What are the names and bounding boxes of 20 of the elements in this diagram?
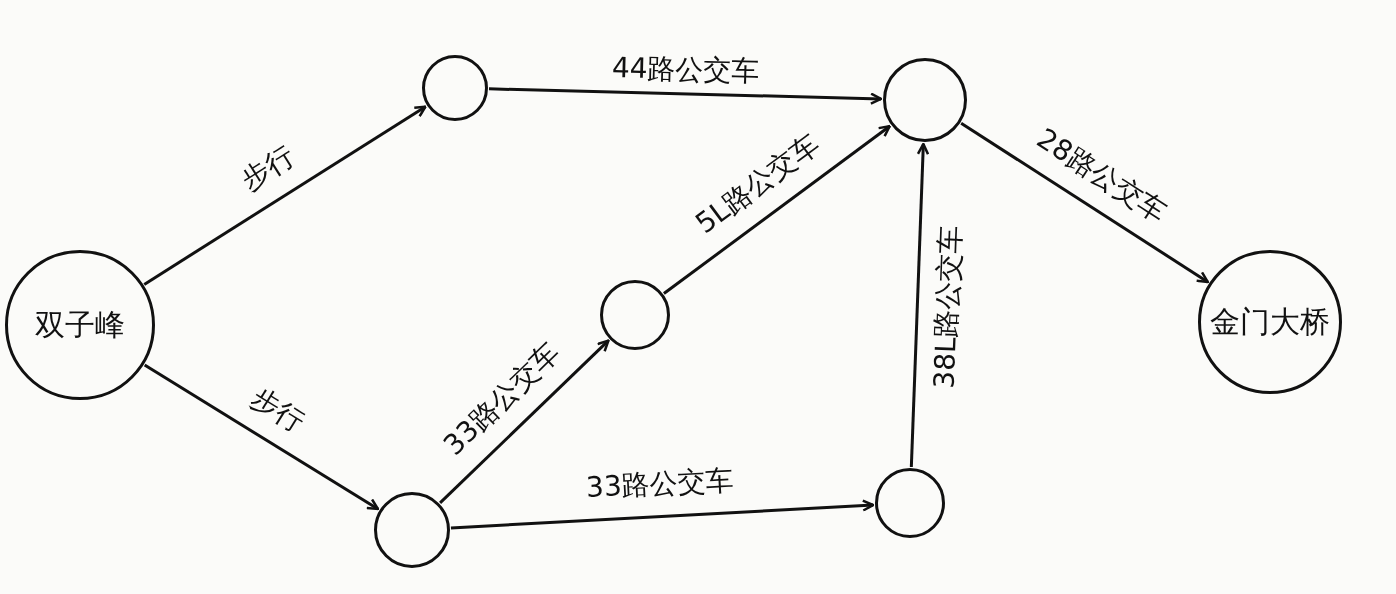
edge-label: 5L路公交车 bbox=[688, 126, 827, 243]
edge-label: 44路公交车 bbox=[611, 50, 760, 90]
empty-circle bbox=[374, 492, 450, 568]
edge-label: 步行 bbox=[233, 138, 301, 199]
arrow bbox=[450, 499, 875, 530]
arrow bbox=[143, 105, 427, 286]
arrow bbox=[488, 87, 883, 105]
arrow bbox=[909, 142, 930, 468]
edge-label: 28路公交车 bbox=[1029, 120, 1174, 232]
place-name: 双子峰 bbox=[35, 305, 125, 344]
arrow bbox=[663, 124, 891, 295]
place-name: 金门大桥 bbox=[1210, 302, 1330, 341]
arrow bbox=[960, 122, 1209, 284]
edge-label: 38L路公交车 bbox=[926, 224, 968, 389]
edge-label: 33路公交车 bbox=[585, 462, 735, 507]
arrow bbox=[439, 339, 610, 504]
arrow bbox=[143, 363, 380, 511]
edge-label: 步行 bbox=[244, 379, 312, 441]
edge-label: 33路公交车 bbox=[435, 334, 568, 464]
empty-circle bbox=[600, 280, 670, 350]
